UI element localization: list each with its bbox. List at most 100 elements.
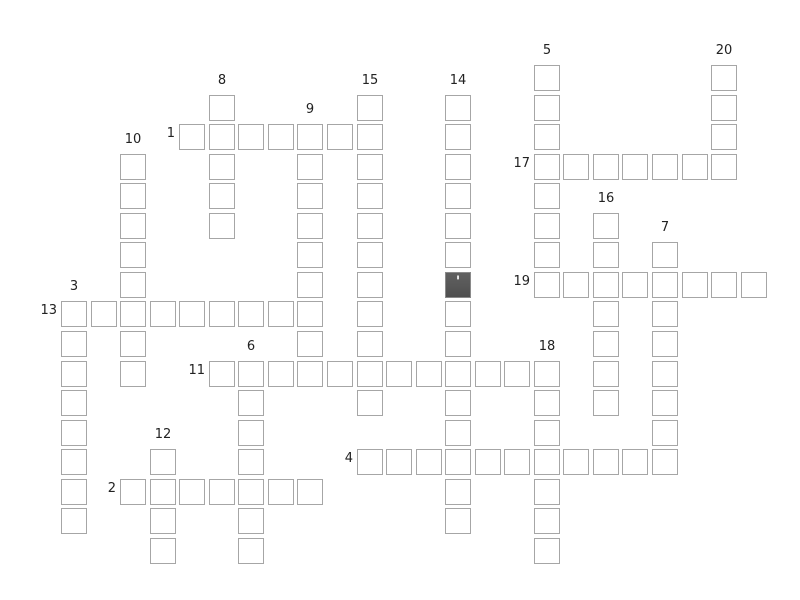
- crossword-cell[interactable]: [445, 479, 471, 505]
- crossword-cell[interactable]: [238, 538, 264, 564]
- crossword-cell[interactable]: [652, 301, 678, 327]
- crossword-cell[interactable]: [238, 390, 264, 416]
- crossword-cell[interactable]: [120, 301, 146, 327]
- crossword-cell[interactable]: [268, 301, 294, 327]
- crossword-cell[interactable]: [357, 213, 383, 239]
- crossword-cell[interactable]: [238, 479, 264, 505]
- crossword-cell[interactable]: [386, 449, 412, 475]
- crossword-cell[interactable]: [682, 154, 708, 180]
- crossword-cell[interactable]: [416, 449, 442, 475]
- crossword-cell[interactable]: [445, 420, 471, 446]
- crossword-cell[interactable]: [238, 361, 264, 387]
- crossword-cell[interactable]: [534, 242, 560, 268]
- crossword-cell[interactable]: [238, 301, 264, 327]
- crossword-cell[interactable]: [209, 361, 235, 387]
- crossword-cell[interactable]: [297, 301, 323, 327]
- crossword-cell[interactable]: [120, 272, 146, 298]
- crossword-cell[interactable]: [357, 183, 383, 209]
- crossword-cell[interactable]: [209, 183, 235, 209]
- crossword-cell[interactable]: [445, 95, 471, 121]
- crossword-cell[interactable]: [534, 154, 560, 180]
- crossword-cell[interactable]: [150, 449, 176, 475]
- crossword-cell[interactable]: [593, 331, 619, 357]
- crossword-cell-revealed[interactable]: ': [445, 272, 471, 298]
- crossword-cell[interactable]: [741, 272, 767, 298]
- crossword-cell[interactable]: [179, 301, 205, 327]
- crossword-cell[interactable]: [593, 390, 619, 416]
- crossword-cell[interactable]: [61, 390, 87, 416]
- crossword-cell[interactable]: [445, 508, 471, 534]
- crossword-cell[interactable]: [711, 272, 737, 298]
- crossword-cell[interactable]: [593, 361, 619, 387]
- crossword-cell[interactable]: [386, 361, 412, 387]
- crossword-cell[interactable]: [416, 361, 442, 387]
- crossword-cell[interactable]: [534, 538, 560, 564]
- crossword-cell[interactable]: [711, 95, 737, 121]
- crossword-cell[interactable]: [238, 508, 264, 534]
- crossword-cell[interactable]: [652, 242, 678, 268]
- crossword-cell[interactable]: [357, 390, 383, 416]
- crossword-cell[interactable]: [534, 124, 560, 150]
- crossword-cell[interactable]: [238, 420, 264, 446]
- crossword-cell[interactable]: [711, 124, 737, 150]
- crossword-cell[interactable]: [652, 449, 678, 475]
- crossword-cell[interactable]: [622, 154, 648, 180]
- crossword-cell[interactable]: [120, 479, 146, 505]
- crossword-cell[interactable]: [61, 449, 87, 475]
- crossword-cell[interactable]: [593, 154, 619, 180]
- crossword-cell[interactable]: [120, 242, 146, 268]
- crossword-cell[interactable]: [209, 301, 235, 327]
- crossword-cell[interactable]: [327, 124, 353, 150]
- crossword-cell[interactable]: [534, 508, 560, 534]
- crossword-cell[interactable]: [622, 272, 648, 298]
- crossword-cell[interactable]: [593, 301, 619, 327]
- crossword-cell[interactable]: [534, 65, 560, 91]
- crossword-cell[interactable]: [297, 272, 323, 298]
- crossword-cell[interactable]: [445, 124, 471, 150]
- crossword-cell[interactable]: [475, 361, 501, 387]
- crossword-cell[interactable]: [61, 331, 87, 357]
- crossword-cell[interactable]: [357, 242, 383, 268]
- crossword-cell[interactable]: [357, 301, 383, 327]
- crossword-cell[interactable]: [563, 154, 589, 180]
- crossword-cell[interactable]: [357, 154, 383, 180]
- crossword-cell[interactable]: [357, 449, 383, 475]
- crossword-cell[interactable]: [297, 124, 323, 150]
- crossword-cell[interactable]: [475, 449, 501, 475]
- crossword-cell[interactable]: [652, 420, 678, 446]
- crossword-cell[interactable]: [652, 154, 678, 180]
- crossword-cell[interactable]: [445, 301, 471, 327]
- crossword-cell[interactable]: [209, 479, 235, 505]
- crossword-cell[interactable]: [622, 449, 648, 475]
- crossword-cell[interactable]: [268, 479, 294, 505]
- crossword-cell[interactable]: [179, 479, 205, 505]
- crossword-cell[interactable]: [327, 361, 353, 387]
- crossword-cell[interactable]: [61, 420, 87, 446]
- crossword-cell[interactable]: [150, 508, 176, 534]
- crossword-cell[interactable]: [61, 301, 87, 327]
- crossword-cell[interactable]: [268, 361, 294, 387]
- crossword-cell[interactable]: [563, 272, 589, 298]
- crossword-cell[interactable]: [445, 213, 471, 239]
- crossword-cell[interactable]: [445, 242, 471, 268]
- crossword-cell[interactable]: [534, 420, 560, 446]
- crossword-cell[interactable]: [445, 183, 471, 209]
- crossword-cell[interactable]: [357, 95, 383, 121]
- crossword-cell[interactable]: [268, 124, 294, 150]
- crossword-cell[interactable]: [534, 272, 560, 298]
- crossword-cell[interactable]: [120, 331, 146, 357]
- crossword-cell[interactable]: [120, 361, 146, 387]
- crossword-cell[interactable]: [297, 154, 323, 180]
- crossword-cell[interactable]: [61, 479, 87, 505]
- crossword-cell[interactable]: [534, 213, 560, 239]
- crossword-cell[interactable]: [209, 124, 235, 150]
- crossword-cell[interactable]: [652, 390, 678, 416]
- crossword-cell[interactable]: [120, 183, 146, 209]
- crossword-cell[interactable]: [711, 154, 737, 180]
- crossword-cell[interactable]: [297, 183, 323, 209]
- crossword-cell[interactable]: [61, 508, 87, 534]
- crossword-cell[interactable]: [534, 449, 560, 475]
- crossword-cell[interactable]: [445, 361, 471, 387]
- crossword-cell[interactable]: [445, 154, 471, 180]
- crossword-cell[interactable]: [652, 272, 678, 298]
